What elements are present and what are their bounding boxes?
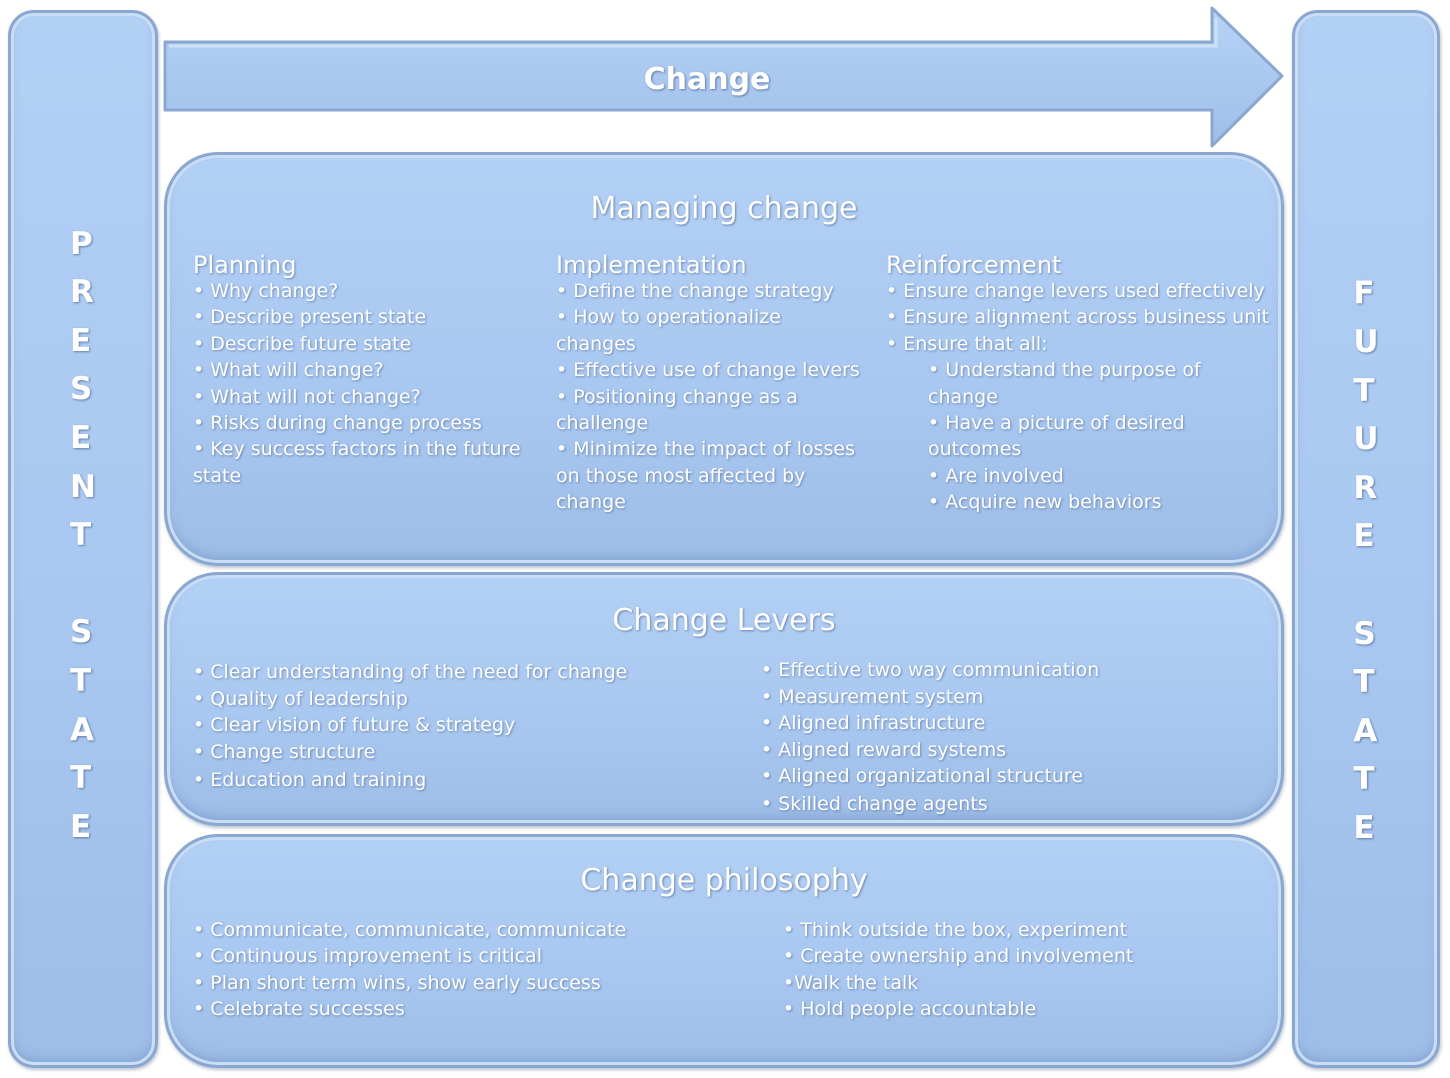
present-state-letter: N <box>70 468 96 505</box>
implementation-item: • Define the change strategy <box>556 280 834 302</box>
change-levers-left-list: • Clear understanding of the need for ch… <box>193 659 753 795</box>
reinforcement-subitem: • Understand the purpose of change <box>928 359 1201 408</box>
reinforcement-heading: Reinforcement <box>886 251 1062 279</box>
change-philosophy-item: • Continuous improvement is critical <box>193 945 542 968</box>
change-lever-item: • Aligned infrastructure <box>761 712 986 734</box>
planning-item: • What will not change? <box>193 385 421 408</box>
reinforcement-column: Reinforcement • Ensure change levers use… <box>886 250 1276 516</box>
future-state-letter: U <box>1353 421 1379 458</box>
managing-change-box: Managing change Planning • Why change? • … <box>164 152 1284 566</box>
future-state-letter: T <box>1353 761 1375 798</box>
present-state-letter: E <box>70 808 92 845</box>
change-lever-item: • Clear understanding of the need for ch… <box>193 661 628 683</box>
future-state-letter: E <box>1353 809 1375 846</box>
present-state-letter: S <box>70 614 93 651</box>
present-state-letter: T <box>70 517 92 554</box>
future-state-gap <box>1353 561 1378 610</box>
reinforcement-item: • Ensure that all: <box>886 332 1048 355</box>
change-lever-item: • Change structure <box>193 740 376 763</box>
future-state-letter: U <box>1353 324 1379 361</box>
reinforcement-subitem: • Have a picture of desired outcomes <box>928 412 1185 461</box>
implementation-item: • How to operationalize changes <box>556 306 781 355</box>
implementation-item: • Positioning change as a challenge <box>556 385 798 435</box>
planning-item: • Describe future state <box>193 332 412 355</box>
implementation-heading: Implementation <box>556 251 747 279</box>
change-philosophy-box: Change philosophy • Communicate, communi… <box>164 834 1284 1068</box>
change-lever-item: • Effective two way communication <box>761 659 1100 681</box>
change-lever-item: • Measurement system <box>761 685 984 708</box>
change-philosophy-title: Change philosophy <box>580 863 868 898</box>
future-state-letter: T <box>1353 372 1375 409</box>
change-lever-item: • Skilled change agents <box>761 792 988 815</box>
reinforcement-subitem: • Acquire new behaviors <box>928 491 1162 514</box>
implementation-item: • Minimize the impact of losses on those… <box>556 438 856 514</box>
change-philosophy-item: • Think outside the box, experiment <box>783 919 1128 941</box>
change-philosophy-item: • Hold people accountable <box>783 998 1037 1021</box>
present-state-letter: T <box>70 760 92 797</box>
change-philosophy-item: •Walk the talk <box>783 971 919 994</box>
change-lever-item: • Quality of leadership <box>193 687 408 710</box>
reinforcement-item: • Ensure alignment across business unit <box>886 306 1269 329</box>
change-arrow <box>163 6 1284 148</box>
reinforcement-item: • Ensure change levers used effectively <box>886 280 1265 302</box>
reinforcement-subitem: • Are involved <box>928 464 1064 487</box>
change-philosophy-item: • Plan short term wins, show early succe… <box>193 971 601 994</box>
change-philosophy-item: • Create ownership and involvement <box>783 945 1134 968</box>
present-state-letter: E <box>70 420 92 457</box>
change-lever-item: • Aligned reward systems <box>761 738 1007 761</box>
present-state-letter: S <box>70 371 93 408</box>
planning-item: • What will change? <box>193 359 384 382</box>
planning-item: • Why change? <box>193 280 339 302</box>
present-state-letter: T <box>70 662 92 699</box>
present-state-letter: A <box>70 711 95 748</box>
change-lever-item: • Clear vision of future & strategy <box>193 714 516 736</box>
change-levers-title: Change Levers <box>612 603 836 638</box>
future-state-letter: R <box>1353 469 1378 506</box>
change-philosophy-item: • Communicate, communicate, communicate <box>193 919 627 941</box>
change-arrow-label: Change <box>643 62 771 97</box>
future-state-letter: A <box>1353 712 1378 749</box>
change-levers-right-list: • Effective two way communication • Measu… <box>761 657 1261 819</box>
future-state-letter: E <box>1353 518 1375 555</box>
change-philosophy-left-list: • Communicate, communicate, communicate •… <box>193 917 753 1023</box>
change-levers-box: Change Levers • Clear understanding of t… <box>164 572 1284 826</box>
future-state-letter: F <box>1353 275 1375 312</box>
change-philosophy-item: • Celebrate successes <box>193 998 405 1021</box>
present-state-gap <box>70 560 96 609</box>
change-lever-item: • Aligned organizational structure <box>761 765 1084 787</box>
future-state-letter: S <box>1353 615 1376 652</box>
present-state-letter: R <box>70 274 94 311</box>
implementation-item: • Effective use of change levers <box>556 359 860 382</box>
planning-item: • Describe present state <box>193 306 427 329</box>
implementation-column: Implementation • Define the change strat… <box>556 250 862 516</box>
managing-change-title: Managing change <box>590 191 858 226</box>
change-philosophy-right-list: • Think outside the box, experiment • Cre… <box>783 917 1263 1023</box>
change-lever-item: • Education and training <box>193 769 427 791</box>
present-state-letter: P <box>70 225 93 262</box>
future-state-letter: T <box>1353 664 1375 701</box>
present-state-letter: E <box>70 322 92 359</box>
planning-heading: Planning <box>193 251 297 279</box>
planning-column: Planning • Why change? • Describe present… <box>193 250 523 489</box>
planning-item: • Key success factors in the future stat… <box>193 438 521 487</box>
planning-item: • Risks during change process <box>193 412 482 435</box>
